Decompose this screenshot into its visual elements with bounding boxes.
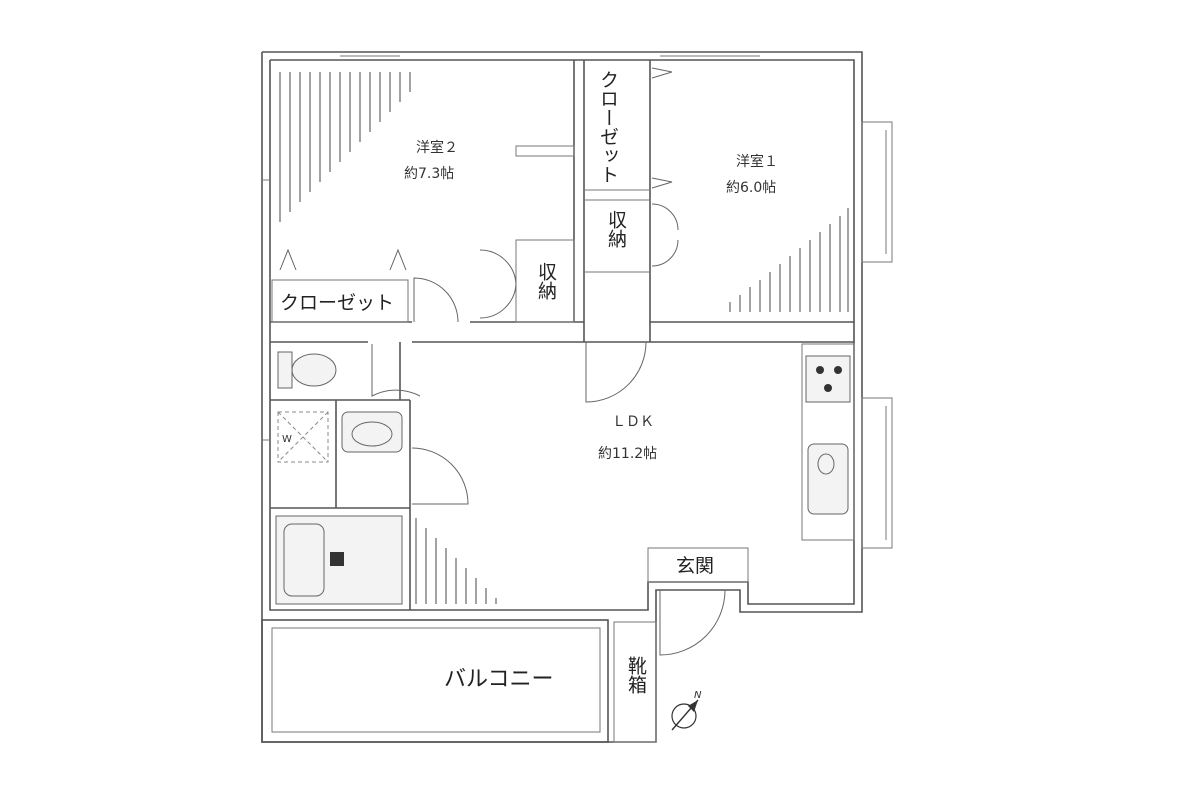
storage-center-label: 収納 [535,262,557,300]
hatch-bedroom-2-top [279,72,411,222]
balcony-outline [261,619,657,743]
doors [279,67,726,656]
compass-north-label: N [694,690,702,701]
shoe-box-label: 靴箱 [625,656,647,694]
outer-walls [261,51,893,743]
room-size-western-2: 約7.3帖 [404,166,454,182]
hatch-ldk [415,518,497,604]
interior-walls [270,60,855,610]
balcony-label: バルコニー [444,667,554,692]
compass-icon [671,699,699,731]
toilet-icon [277,351,337,389]
washer-mark: W [282,434,292,445]
stove-icon [805,355,851,403]
room-name-ldk: ＬＤＫ [612,414,654,430]
washbasin-icon [341,411,403,453]
closet-right-label: クローゼット [597,70,619,184]
kitchen-sink-icon [807,443,849,515]
entrance-label: 玄関 [676,555,714,577]
storage-right-label: 収納 [605,210,627,248]
closet-left-label: クローゼット [280,292,394,314]
washing-machine-icon [277,411,329,463]
room-size-western-1: 約6.0帖 [726,180,776,196]
room-name-western-1: 洋室１ [736,153,778,170]
room-size-ldk: 約11.2帖 [598,446,657,462]
bathtub-icon [275,515,403,605]
hatch-bedroom-1 [729,208,849,312]
room-name-western-2: 洋室２ [416,139,458,156]
